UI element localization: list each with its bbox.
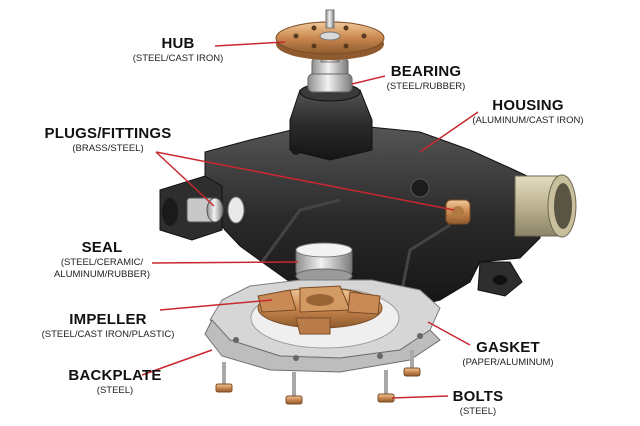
label-seal: SEAL (STEEL/CERAMIC/ ALUMINUM/RUBBER) — [46, 240, 158, 280]
label-backplate-title: BACKPLATE — [68, 367, 162, 384]
label-seal-sub-2: ALUMINUM/RUBBER) — [53, 268, 151, 280]
label-seal-title: SEAL — [81, 239, 123, 256]
label-seal-sub-1: (STEEL/CERAMIC/ — [60, 256, 144, 268]
label-bearing: BEARING (STEEL/RUBBER) — [380, 64, 472, 92]
leader-plugs-right — [155, 151, 455, 211]
label-gasket-sub: (PAPER/ALUMINUM) — [462, 356, 554, 368]
leader-impeller — [159, 299, 273, 311]
hub-part — [275, 9, 385, 60]
housing-part — [159, 82, 577, 311]
label-housing-sub: (ALUMINUM/CAST IRON) — [472, 114, 584, 126]
label-plugs-title: PLUGS/FITTINGS — [44, 125, 172, 142]
leader-housing — [419, 111, 479, 153]
label-hub-title: HUB — [161, 35, 195, 52]
label-gasket: GASKET (PAPER/ALUMINUM) — [456, 340, 560, 368]
label-impeller: IMPELLER (STEEL/CAST IRON/PLASTIC) — [36, 312, 180, 340]
bolts-part — [215, 350, 421, 405]
label-bearing-sub: (STEEL/RUBBER) — [386, 80, 466, 92]
leader-hub — [214, 41, 286, 47]
label-plugs-sub: (BRASS/STEEL) — [72, 142, 144, 154]
label-bolts: BOLTS (STEEL) — [440, 389, 516, 417]
label-bolts-title: BOLTS — [452, 388, 504, 405]
leader-plugs-left — [155, 151, 215, 207]
label-plugs: PLUGS/FITTINGS (BRASS/STEEL) — [44, 126, 172, 154]
label-impeller-title: IMPELLER — [69, 311, 147, 328]
label-bolts-sub: (STEEL) — [459, 405, 497, 417]
impeller-part — [257, 285, 383, 335]
label-housing-title: HOUSING — [492, 97, 564, 114]
label-backplate: BACKPLATE (STEEL) — [64, 368, 166, 396]
label-gasket-title: GASKET — [476, 339, 540, 356]
leader-backplate — [141, 349, 213, 376]
label-housing: HOUSING (ALUMINUM/CAST IRON) — [470, 98, 586, 126]
plugs-part — [186, 196, 471, 225]
label-hub-sub: (STEEL/CAST IRON) — [132, 52, 224, 64]
leader-gasket — [427, 321, 471, 346]
label-backplate-sub: (STEEL) — [96, 384, 134, 396]
label-hub: HUB (STEEL/CAST IRON) — [128, 36, 228, 64]
label-bearing-title: BEARING — [390, 63, 462, 80]
backplate-part — [204, 319, 441, 373]
leader-bearing — [351, 75, 386, 85]
leader-lines — [141, 41, 479, 399]
leader-seal — [151, 261, 299, 264]
seal-part — [295, 242, 353, 284]
label-impeller-sub: (STEEL/CAST IRON/PLASTIC) — [41, 328, 175, 340]
leader-bolts — [391, 395, 449, 399]
